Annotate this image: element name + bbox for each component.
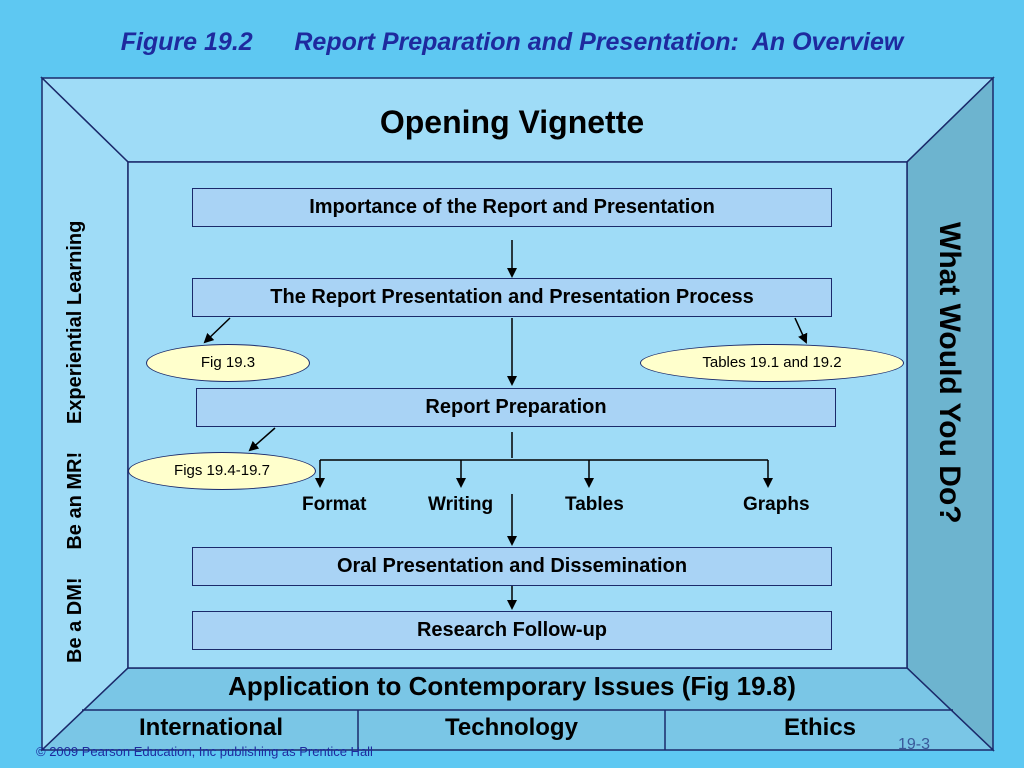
box-process: The Report Presentation and Presentation… <box>192 278 832 317</box>
box-followup: Research Follow-up <box>192 611 832 650</box>
arrow-process-to-tables <box>794 317 808 344</box>
page-number: 19-3 <box>898 736 931 753</box>
oval-fig-19-3: Fig 19.3 <box>146 344 310 382</box>
bottom-item-technology: Technology <box>445 714 578 741</box>
box-preparation: Report Preparation <box>196 388 836 427</box>
subitem-tables: Tables <box>565 494 624 515</box>
bottom-item-international: International <box>138 714 283 741</box>
box-oral: Oral Presentation and Dissemination <box>192 547 832 586</box>
subitem-format: Format <box>302 494 367 515</box>
box-importance: Importance of the Report and Presentatio… <box>192 188 832 227</box>
oval-figs-19-4-19-7: Figs 19.4-19.7 <box>128 452 316 490</box>
bottom-item-ethics: Ethics <box>783 714 857 741</box>
top-panel-label: Opening Vignette <box>379 104 645 140</box>
right-panel-label: What Would You Do? <box>933 222 966 524</box>
figure-title: Figure 19.2 Report Preparation and Prese… <box>120 28 904 56</box>
oval-tables-19-1-19-2: Tables 19.1 and 19.2 <box>640 344 904 382</box>
subitem-writing: Writing <box>428 494 494 515</box>
bottom-panel-title: Application to Contemporary Issues (Fig … <box>228 671 796 701</box>
arrow-preparation-to-figs <box>248 427 276 452</box>
copyright-footer: © 2009 Pearson Education, Inc publishing… <box>36 744 373 759</box>
subitem-graphs: Graphs <box>743 494 810 515</box>
left-panel-label: Be a DM! Be an MR! Experiential Learning <box>64 220 86 663</box>
arrow-process-to-fig193 <box>203 317 231 344</box>
